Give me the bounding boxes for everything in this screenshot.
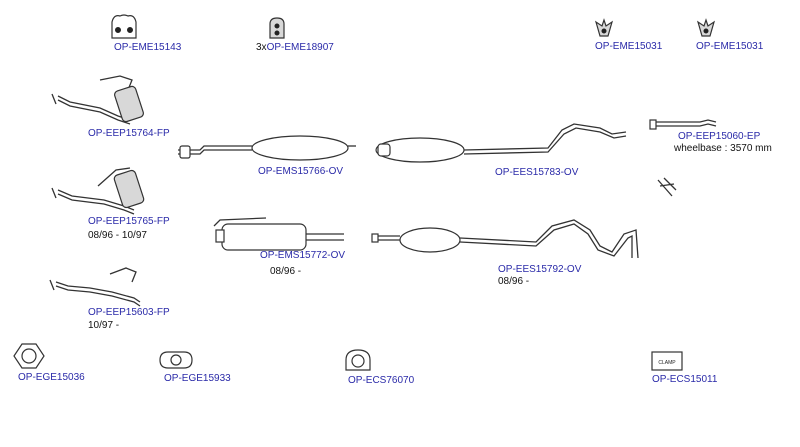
part-label-8[interactable]: OP-EES15783-OV	[495, 167, 579, 178]
front-pipe-3[interactable]	[49, 267, 141, 307]
bracket[interactable]	[657, 177, 677, 197]
part-note-12: 10/97 -	[88, 320, 120, 331]
part-label-5[interactable]: OP-EEP15764-FP	[88, 128, 170, 139]
part-label-14[interactable]: OP-EGE15933	[164, 373, 231, 384]
rubber-mount-1[interactable]	[111, 14, 137, 39]
middle-silencer-1[interactable]	[178, 135, 356, 161]
part-label-11[interactable]: OP-EES15792-OV	[498, 264, 582, 275]
rear-silencer-1[interactable]	[375, 123, 627, 163]
part-note-6: wheelbase : 3570 mm	[674, 143, 772, 154]
front-pipe-2[interactable]	[51, 167, 145, 215]
rear-silencer-2[interactable]	[371, 219, 639, 259]
part-label-7[interactable]: OP-EMS15766-OV	[258, 166, 344, 177]
part-label-2[interactable]: 3xOP-EME18907	[256, 42, 334, 54]
part-code: OP-EME18907	[266, 42, 334, 53]
part-note-9: 08/96 - 10/97	[88, 230, 147, 241]
tail-pipe[interactable]	[649, 119, 717, 130]
part-label-16[interactable]: OP-ECS15011	[652, 374, 718, 385]
quantity-prefix: 3x	[256, 42, 267, 53]
clamp-1[interactable]	[345, 349, 371, 371]
part-note-11: 08/96 -	[498, 276, 530, 287]
clamp-2[interactable]: CLAMP	[651, 351, 683, 371]
part-label-10[interactable]: OP-EMS15772-OV	[260, 250, 346, 261]
part-note-10: 08/96 -	[270, 266, 302, 277]
rubber-mount-4[interactable]	[696, 18, 716, 37]
part-label-4[interactable]: OP-EME15031	[696, 41, 764, 52]
middle-silencer-2[interactable]	[213, 217, 344, 251]
part-label-9[interactable]: OP-EEP15765-FP	[88, 216, 170, 227]
part-label-15[interactable]: OP-ECS76070	[348, 375, 415, 386]
rubber-mount-2[interactable]	[269, 17, 285, 39]
gasket-2[interactable]	[159, 351, 193, 369]
part-label-13[interactable]: OP-EGE15036	[18, 372, 85, 383]
part-label-3[interactable]: OP-EME15031	[595, 41, 663, 52]
svg-text:CLAMP: CLAMP	[658, 360, 676, 366]
part-label-1[interactable]: OP-EME15143	[114, 42, 182, 53]
part-label-6[interactable]: OP-EEP15060-EP	[678, 131, 761, 142]
gasket-1[interactable]	[13, 343, 45, 369]
front-pipe-1[interactable]	[51, 75, 144, 125]
rubber-mount-3[interactable]	[594, 18, 614, 37]
part-label-12[interactable]: OP-EEP15603-FP	[88, 307, 170, 318]
